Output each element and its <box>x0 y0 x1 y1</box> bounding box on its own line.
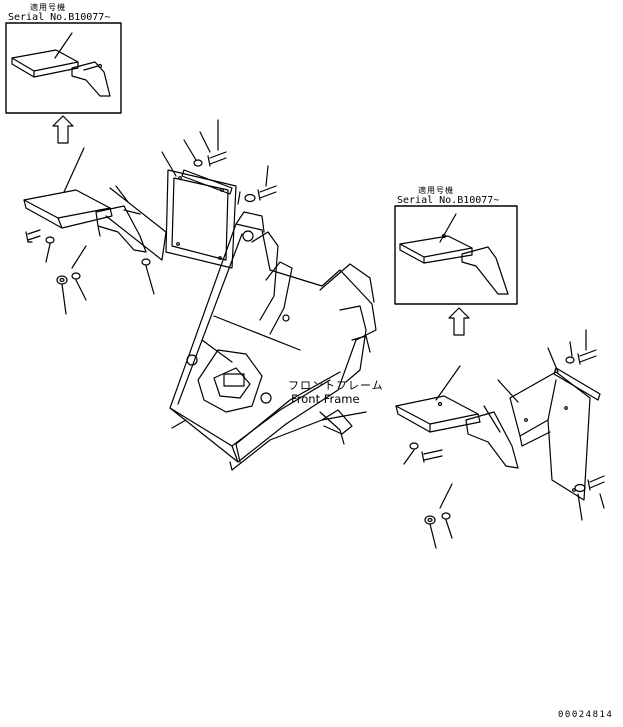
inset-right-label-ja: 適用号機 <box>418 186 454 195</box>
inset-box-right <box>394 205 518 305</box>
frame-leader <box>319 411 345 445</box>
front-frame <box>169 211 377 471</box>
left-fender-plate <box>161 119 277 269</box>
up-arrow-left <box>52 115 74 144</box>
up-arrow-right <box>448 307 470 336</box>
left-step-assembly <box>23 147 167 315</box>
inset-right-serial: Serial No.B10077~ <box>397 195 500 206</box>
right-fender-plate <box>497 329 605 521</box>
drawing-code: 00024814 <box>558 710 614 720</box>
inset-box-top-left <box>5 22 122 114</box>
inset-left-label-ja: 適用号機 <box>30 3 66 12</box>
bolt-left-lower <box>25 229 55 244</box>
inset-left-serial: Serial No.B10077~ <box>8 12 111 23</box>
front-frame-label-ja: フロントフレーム <box>288 379 384 392</box>
right-step-assembly <box>395 365 519 549</box>
front-frame-label-en: Front Frame <box>291 392 360 406</box>
